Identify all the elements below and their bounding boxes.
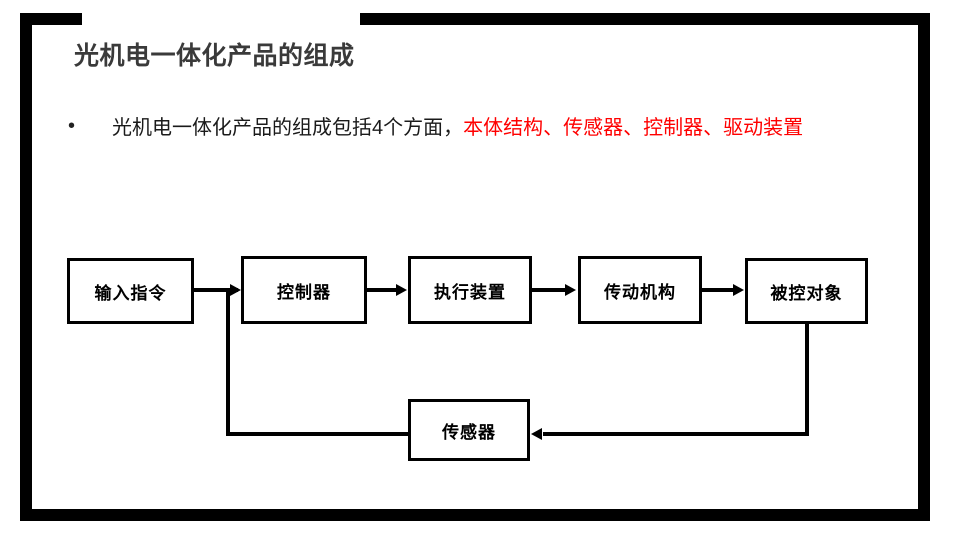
- node-sensor[interactable]: 传感器: [408, 399, 530, 461]
- frame-top-right-segment: [360, 13, 930, 25]
- arrowhead-into-transmission: [565, 284, 576, 296]
- frame-left-edge: [20, 13, 32, 521]
- node-label: 执行装置: [434, 282, 506, 302]
- bullet-list: • 光机电一体化产品的组成包括4个方面，本体结构、传感器、控制器、驱动装置: [68, 112, 898, 145]
- node-label: 传感器: [442, 422, 496, 442]
- arrowhead-into-sensor: [531, 428, 542, 440]
- node-controlled-object[interactable]: 被控对象: [745, 258, 868, 324]
- node-label: 传动机构: [604, 282, 676, 302]
- frame-top-left-segment: [20, 13, 82, 25]
- frame-right-edge: [918, 24, 930, 521]
- connector-transmission-to-object: [702, 288, 734, 292]
- connector-input-to-controller: [194, 288, 238, 292]
- node-label: 输入指令: [94, 283, 167, 303]
- node-transmission[interactable]: 传动机构: [578, 256, 702, 324]
- node-label: 控制器: [277, 282, 331, 302]
- bullet-text-highlight: 本体结构、传感器、控制器、驱动装置: [463, 117, 804, 139]
- frame-bottom-edge: [20, 509, 930, 521]
- bullet-item: 光机电一体化产品的组成包括4个方面，本体结构、传感器、控制器、驱动装置: [112, 112, 898, 145]
- node-controller[interactable]: 控制器: [241, 256, 367, 324]
- bullet-text-plain: 光机电一体化产品的组成包括4个方面，: [112, 117, 464, 139]
- arrowhead-into-controlled-object: [733, 284, 744, 296]
- bullet-marker-icon: •: [68, 115, 76, 137]
- node-actuator[interactable]: 执行装置: [408, 256, 532, 324]
- connector-sensor-to-left: [226, 432, 408, 436]
- connector-controller-to-actuator: [367, 288, 398, 292]
- connector-feedback-up: [226, 290, 230, 436]
- connector-actuator-to-transmission: [532, 288, 566, 292]
- arrowhead-into-actuator: [396, 284, 407, 296]
- connector-object-to-sensor: [543, 432, 809, 436]
- node-input-command[interactable]: 输入指令: [67, 258, 194, 324]
- page-title: 光机电一体化产品的组成: [74, 42, 355, 70]
- node-label: 被控对象: [770, 283, 843, 303]
- connector-object-down: [805, 324, 809, 436]
- arrowhead-into-controller: [230, 284, 241, 296]
